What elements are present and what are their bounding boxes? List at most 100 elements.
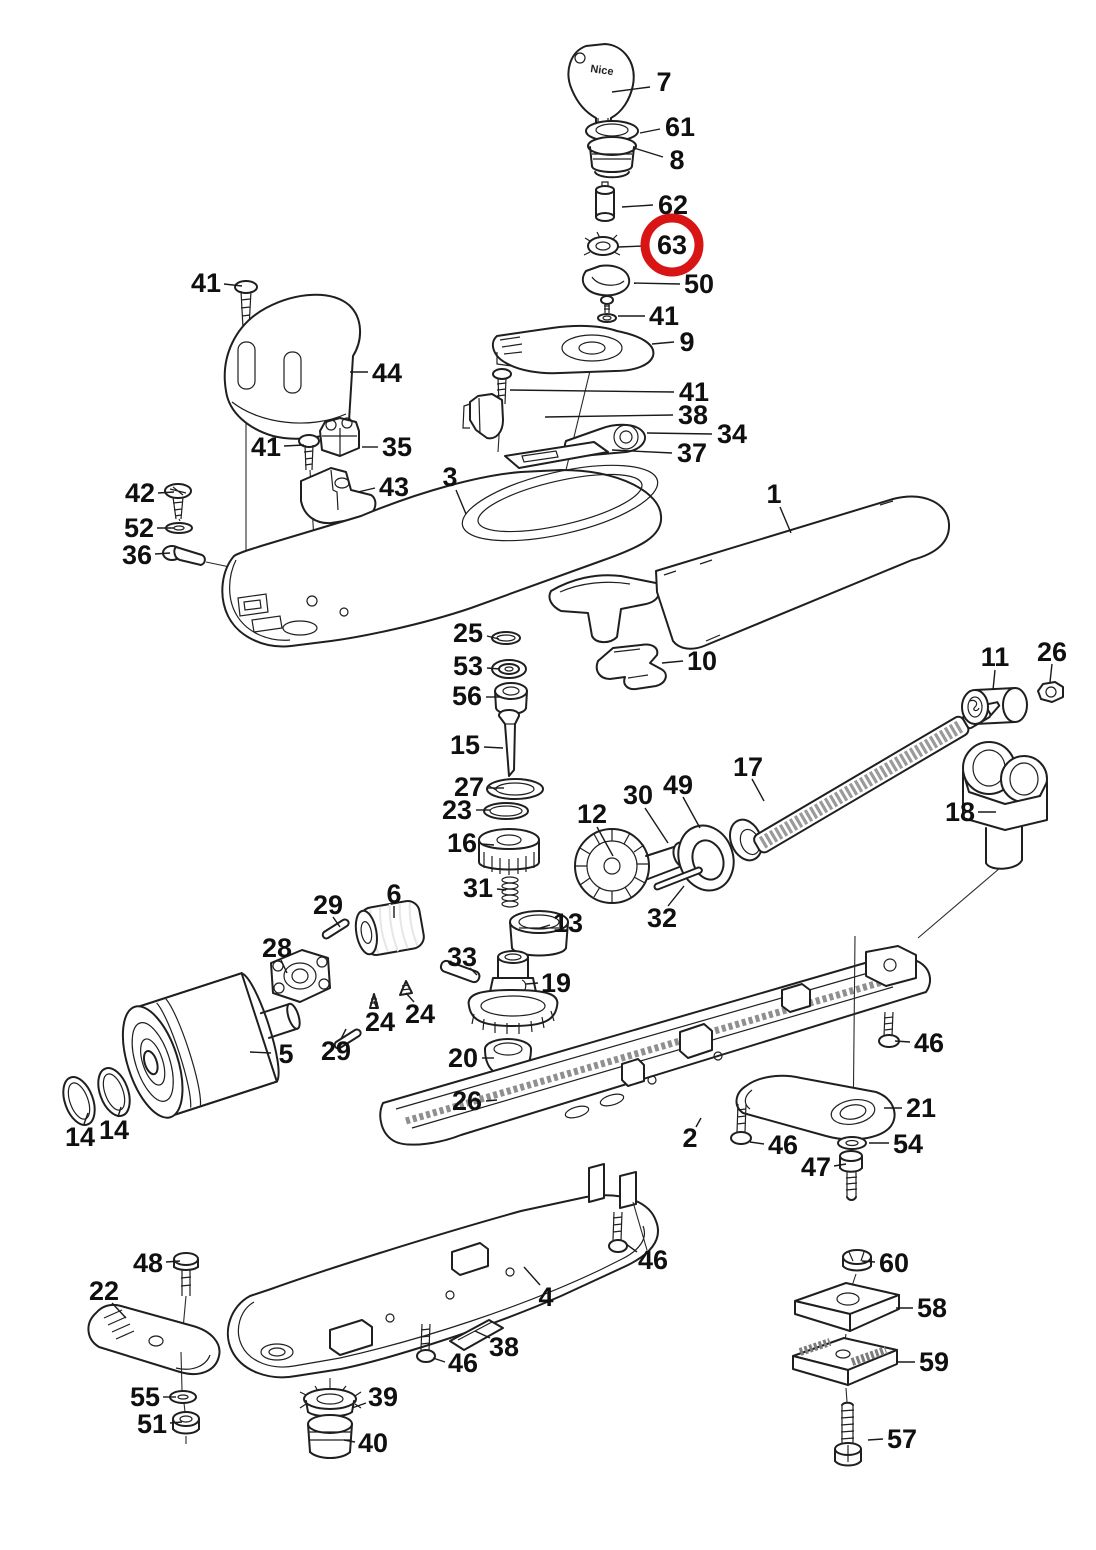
bushing-part39	[299, 1385, 362, 1418]
part-label-19: 19	[541, 968, 571, 998]
leader-line-46	[894, 1040, 911, 1043]
lower-shell-part4	[227, 1163, 659, 1390]
part-label-29: 29	[321, 1036, 351, 1066]
part-label-39: 39	[368, 1382, 398, 1412]
part-label-48: 48	[133, 1248, 163, 1278]
oring-part14-left	[62, 1076, 96, 1126]
bolt-part47	[839, 1150, 863, 1201]
leader-line-37	[611, 449, 673, 454]
part-label-7: 7	[656, 67, 671, 97]
leader-line-57	[867, 1438, 884, 1441]
oring-part25	[491, 631, 521, 645]
leader-line-62	[621, 204, 654, 208]
leader-line-25	[486, 635, 500, 640]
leader-line-46	[625, 1243, 638, 1253]
leader-line-2	[695, 1117, 702, 1128]
leader-line-30	[644, 807, 669, 844]
key-part33	[439, 959, 481, 984]
leader-line-41	[223, 283, 243, 287]
part-label-46: 46	[448, 1348, 478, 1378]
part-label-12: 12	[577, 799, 607, 829]
part-label-46: 46	[638, 1245, 668, 1275]
leader-line-12	[596, 826, 614, 857]
nut-part26-top	[1037, 681, 1064, 703]
spring-part31	[501, 876, 519, 908]
part-label-20: 20	[448, 1043, 478, 1073]
part-label-9: 9	[679, 327, 694, 357]
screw-part46-shell-right	[608, 1211, 628, 1253]
leader-line-41	[283, 444, 305, 447]
brand-text-on-key: Nice	[590, 63, 615, 78]
part-label-47: 47	[801, 1152, 831, 1182]
part-label-41: 41	[679, 377, 709, 407]
part-label-13: 13	[553, 908, 583, 938]
part-label-60: 60	[879, 1248, 909, 1278]
cam-nut-part63	[583, 231, 621, 256]
part-label-50: 50	[684, 269, 714, 299]
leader-line-15	[483, 746, 504, 749]
part-label-29: 29	[313, 890, 343, 920]
part-label-58: 58	[917, 1293, 947, 1323]
screw-washer-part41-top	[597, 295, 617, 323]
drawing: Nice	[62, 43, 1064, 1467]
part-label-53: 53	[453, 651, 483, 681]
block-part35	[319, 417, 360, 457]
leader-line-17	[751, 778, 765, 802]
washer-part54	[837, 1136, 867, 1150]
part-label-61: 61	[665, 112, 695, 142]
part-label-17: 17	[733, 752, 763, 782]
leader-line-60	[861, 1260, 876, 1263]
bushing-part40	[307, 1414, 353, 1459]
bracket-part10	[595, 643, 667, 691]
leader-line-42	[157, 491, 175, 494]
part-label-43: 43	[379, 472, 409, 502]
leader-line-53	[486, 667, 501, 670]
leader-line-1	[779, 506, 792, 534]
nut-part11	[961, 687, 1028, 725]
part-label-55: 55	[130, 1382, 160, 1412]
part-label-2: 2	[682, 1123, 697, 1153]
part-label-59: 59	[919, 1347, 949, 1377]
leader-line-33	[469, 967, 478, 976]
screw-part42	[164, 483, 192, 522]
part-label-27: 27	[454, 772, 484, 802]
leader-line-38	[544, 414, 674, 418]
part-label-46: 46	[914, 1028, 944, 1058]
flange-part28	[270, 949, 331, 1003]
part-label-51: 51	[137, 1409, 167, 1439]
part-label-15: 15	[450, 730, 480, 760]
upper-housing-part3	[221, 464, 663, 648]
pin-part62	[595, 181, 615, 222]
leader-line-63	[617, 245, 645, 248]
leader-line-47	[833, 1163, 847, 1167]
highlight-circle-part63	[640, 213, 704, 277]
part-label-23: 23	[442, 795, 472, 825]
part-label-46: 46	[768, 1130, 798, 1160]
part-label-16: 16	[447, 828, 477, 858]
part-label-10: 10	[687, 646, 717, 676]
part-label-14: 14	[99, 1115, 129, 1145]
worm-part6	[354, 900, 425, 956]
leader-line-51	[169, 1421, 183, 1424]
leader-line-9	[651, 341, 675, 345]
leader-line-5	[249, 1051, 272, 1054]
pin-part32	[653, 866, 703, 891]
leader-line-8	[633, 147, 664, 158]
part-label-52: 52	[124, 513, 154, 543]
part-label-44: 44	[372, 358, 402, 388]
part-label-26: 26	[452, 1086, 482, 1116]
part-label-49: 49	[663, 770, 693, 800]
part-label-8: 8	[669, 145, 684, 175]
part-label-56: 56	[452, 681, 482, 711]
oring-part23	[483, 802, 529, 820]
gear-part16	[478, 828, 540, 875]
part-label-14: 14	[65, 1122, 95, 1152]
bearing-part53	[491, 659, 527, 679]
part-label-32: 32	[647, 903, 677, 933]
flat-plate-part37	[504, 441, 609, 469]
serrated-plate-part59	[792, 1337, 898, 1403]
leader-line-50	[633, 282, 681, 285]
part-label-40: 40	[358, 1428, 388, 1458]
leader-line-29	[340, 1028, 347, 1040]
nut-part51	[172, 1411, 200, 1444]
